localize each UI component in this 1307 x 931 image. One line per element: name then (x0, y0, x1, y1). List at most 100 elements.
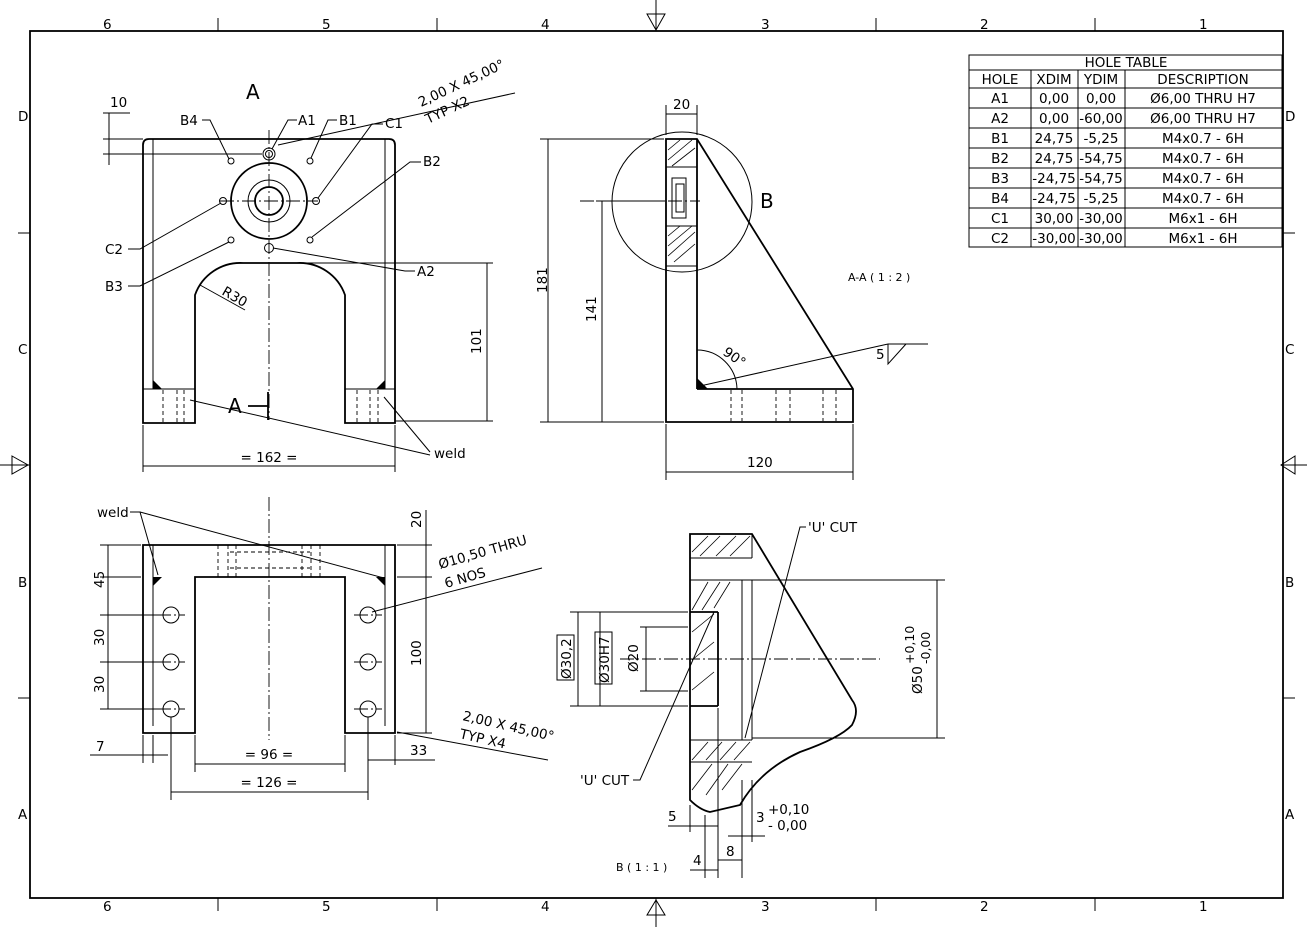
hole-table-cell: 0,00 (1039, 91, 1069, 107)
hole-table-cell: 24,75 (1035, 151, 1074, 167)
u-cut-top: 'U' CUT (808, 520, 858, 536)
zone-top-4: 4 (541, 17, 550, 33)
detail-letter-b: B (760, 189, 774, 213)
dim-126: = 126 = (241, 775, 298, 791)
hole-table-cell: Ø6,00 THRU H7 (1150, 91, 1256, 107)
detail-view-b: 'U' CUT 'U' CUT Ø30,2 Ø30H7 Ø20 Ø50 +0,1… (556, 520, 945, 878)
hole-table-header: XDIM (1036, 72, 1071, 88)
weld-size-5: 5 (876, 347, 885, 363)
angle-90: 90° (720, 344, 749, 371)
dim-4: 4 (693, 853, 702, 869)
zone-top-1: 1 (1199, 17, 1208, 33)
dim-20-top: 20 (409, 511, 425, 528)
hole-table-header: HOLE (982, 72, 1019, 88)
hole-table: HOLE TABLE HOLE XDIM YDIM DESCRIPTION A1… (968, 54, 1283, 248)
tol-3-lower: - 0,00 (768, 818, 807, 834)
hole-table-cell: -5,25 (1084, 191, 1119, 207)
zone-bottom-1: 1 (1199, 899, 1208, 915)
hole-table-cell: -54,75 (1079, 151, 1123, 167)
dim-141: 141 (584, 296, 600, 322)
dim-33: 33 (410, 743, 427, 759)
dim-7: 7 (96, 739, 105, 755)
hole-label-b4: B4 (180, 113, 198, 129)
hole-table-cell: B2 (991, 151, 1009, 167)
dim-dia-30-2: Ø30,2 (559, 638, 575, 679)
hole-table-cell: M6x1 - 6H (1168, 231, 1237, 247)
dim-dia-30h7: Ø30H7 (597, 636, 613, 683)
weld-label-top: weld (97, 505, 129, 521)
hole-table-title: HOLE TABLE (1085, 55, 1168, 71)
radius-r30: R30 (219, 284, 250, 311)
zone-right-A: A (1285, 807, 1295, 823)
hole-table-header: DESCRIPTION (1157, 72, 1248, 88)
hole-table-cell: A1 (991, 91, 1009, 107)
hole-table-cell: -60,00 (1079, 111, 1123, 127)
hole-table-cell: M4x0.7 - 6H (1162, 151, 1244, 167)
hole-label-a1: A1 (298, 113, 316, 129)
dim-181: 181 (535, 267, 551, 293)
hole-table-cell: -5,25 (1084, 131, 1119, 147)
dim-dia-50: Ø50 (910, 666, 926, 694)
zone-bottom-4: 4 (541, 899, 550, 915)
hole-table-cell: -24,75 (1032, 171, 1076, 187)
hole-table-cell: C1 (991, 211, 1009, 227)
hole-label-b2: B2 (423, 154, 441, 170)
hole-label-c1: C1 (385, 116, 403, 132)
hole-table-cell: M4x0.7 - 6H (1162, 131, 1244, 147)
hole-table-cell: B1 (991, 131, 1009, 147)
zone-bottom-3: 3 (761, 899, 770, 915)
section-letter-bottom: A (228, 394, 242, 418)
zone-bottom-5: 5 (322, 899, 331, 915)
dim-5: 5 (668, 809, 677, 825)
zone-right-D: D (1285, 109, 1295, 125)
hole-table-cell: C2 (991, 231, 1009, 247)
tol-50-upper: +0,10 (902, 626, 917, 664)
section-view-aa: B 20 181 141 120 90° 5 A-A ( 1 : 2 ) (535, 97, 928, 480)
dim-120: 120 (747, 455, 773, 471)
section-letter-top: A (246, 80, 260, 104)
detail-caption: B ( 1 : 1 ) (616, 861, 667, 874)
tol-3-upper: +0,10 (768, 802, 809, 818)
zone-left-C: C (18, 342, 27, 358)
u-cut-bottom: 'U' CUT (580, 773, 630, 789)
dim-dia-20: Ø20 (626, 644, 642, 672)
zone-top-5: 5 (322, 17, 331, 33)
dim-20-side: 20 (673, 97, 690, 113)
hole-table-header: YDIM (1083, 72, 1118, 88)
dim-30-lower: 30 (92, 676, 108, 693)
dim-162: = 162 = (241, 450, 298, 466)
hole-table-cell: M6x1 - 6H (1168, 211, 1237, 227)
dim-8: 8 (726, 844, 735, 860)
dim-100: 100 (409, 640, 425, 666)
hole-label-c2: C2 (105, 242, 123, 258)
dim-10: 10 (110, 95, 127, 111)
dim-96: = 96 = (245, 747, 293, 763)
zone-left-D: D (18, 109, 28, 125)
hole-table-cell: -30,00 (1079, 231, 1123, 247)
zone-right-C: C (1285, 342, 1294, 358)
zone-top-2: 2 (980, 17, 989, 33)
zone-left-A: A (18, 807, 28, 823)
hole-table-cell: Ø6,00 THRU H7 (1150, 111, 1256, 127)
hole-label-a2: A2 (417, 264, 435, 280)
hole-table-cell: B3 (991, 171, 1009, 187)
hole-table-cell: M4x0.7 - 6H (1162, 191, 1244, 207)
section-caption-aa: A-A ( 1 : 2 ) (848, 271, 910, 284)
top-view: 45 30 30 20 100 7 = 96 = = 126 = 33 weld… (90, 497, 556, 800)
hole-label-b3: B3 (105, 279, 123, 295)
zone-top-6: 6 (103, 17, 112, 33)
hole-table-cell: -30,00 (1032, 231, 1076, 247)
hole-label-b1: B1 (339, 113, 357, 129)
hole-table-cell: B4 (991, 191, 1009, 207)
hole-table-cell: M4x0.7 - 6H (1162, 171, 1244, 187)
dim-3: 3 (756, 810, 765, 826)
hole-table-cell: -30,00 (1079, 211, 1123, 227)
zone-top-3: 3 (761, 17, 770, 33)
dim-101: 101 (469, 328, 485, 354)
dim-30-upper: 30 (92, 629, 108, 646)
hole-table-cell: -24,75 (1032, 191, 1076, 207)
zone-left-B: B (18, 575, 27, 591)
